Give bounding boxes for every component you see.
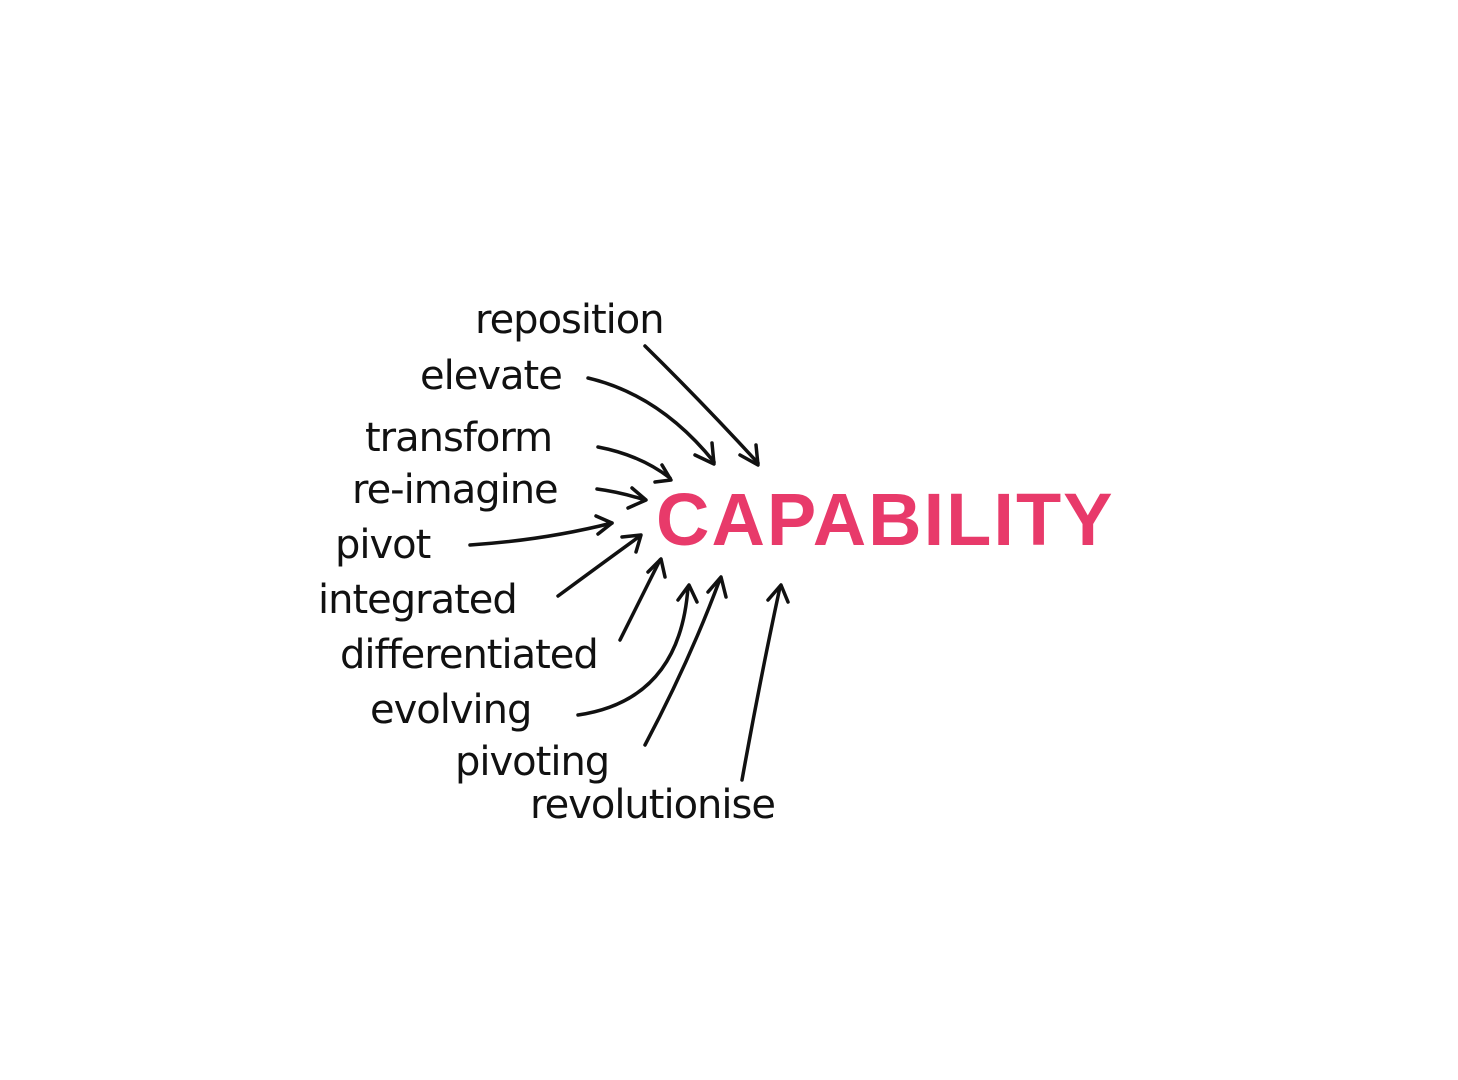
arrow-pivot [468,514,614,547]
word-revolutionise: revolutionise [530,782,776,828]
arrow-revolutionise [740,583,790,782]
word-re-imagine: re-imagine [352,467,559,513]
word-pivot: pivot [335,522,431,568]
word-transform: transform [365,415,553,461]
arrow-reimagine [595,486,648,510]
arrow-integrated [556,533,643,598]
word-reposition: reposition [475,297,665,343]
arrow-differentiated [618,557,667,642]
arrow-transform [596,445,673,484]
arrow-reposition [643,344,760,467]
arrow-evolving [576,583,699,717]
center-word-capability: CAPABILITY [656,478,1115,561]
arrow-elevate [586,376,716,466]
word-pivoting: pivoting [455,739,610,785]
arrow-pivoting [643,575,728,747]
word-evolving: evolving [370,687,532,733]
word-differentiated: differentiated [340,632,599,678]
word-elevate: elevate [420,353,563,399]
word-integrated: integrated [318,577,518,623]
